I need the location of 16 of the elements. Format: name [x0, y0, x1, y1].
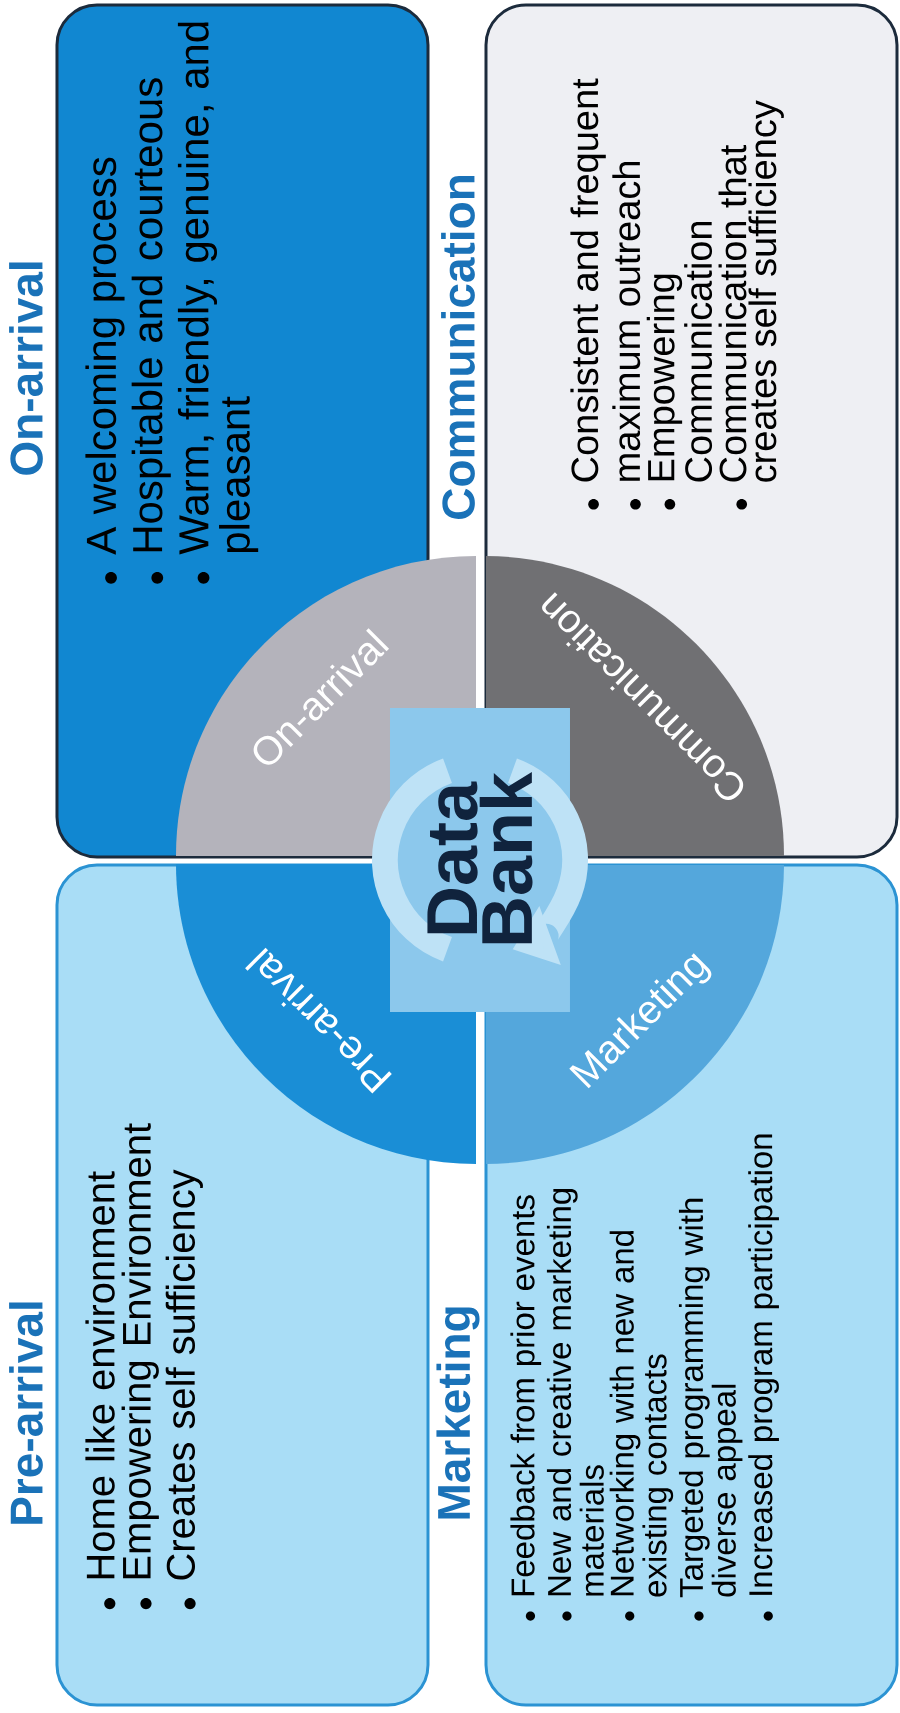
bullet-item: Consistent and frequent [570, 78, 606, 510]
bullet-item: Hospitable and courteous [131, 78, 171, 584]
bullet-item: maximum outreach [612, 162, 641, 510]
bullet-item: Home like environment [85, 1171, 116, 1610]
bullet-item: A welcoming process [85, 157, 125, 584]
box-title: Pre-arrival [9, 1302, 43, 1524]
bullet-item: New and creative marketing materials [546, 1188, 604, 1621]
bullet-item: Empowering Communication [646, 221, 713, 510]
box-title: Marketing [436, 1307, 480, 1519]
box-title: On-arrival [9, 262, 43, 475]
bullet-item: Creates self sufficiency [165, 1169, 203, 1610]
bullet-item: Feedback from prior events [510, 1195, 542, 1621]
bullet-item: Communication that creates self sufficiency [718, 100, 784, 510]
bullet-item: Empowering Environment [121, 1123, 159, 1610]
box-title: Communication [441, 176, 475, 519]
bullet-item: Targeted programming with diverse appeal [678, 1198, 743, 1621]
